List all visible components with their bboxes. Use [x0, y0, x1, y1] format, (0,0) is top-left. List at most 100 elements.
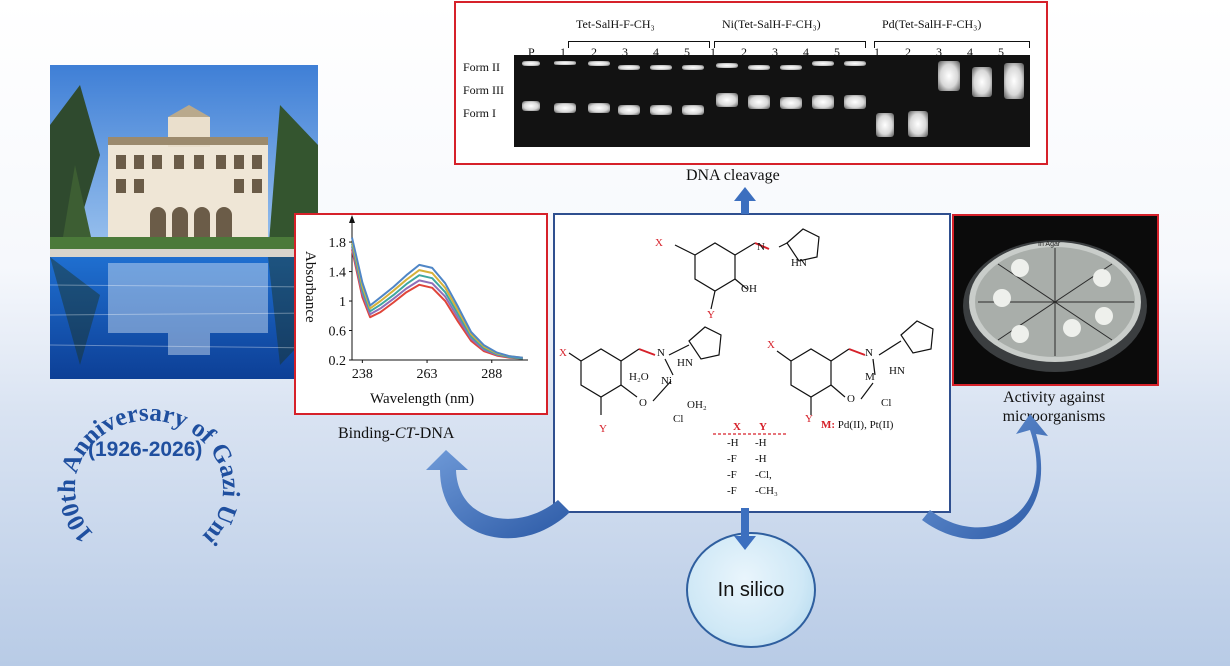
ligand-y: Y [707, 309, 715, 321]
binding-caption-post: -DNA [414, 425, 455, 442]
y-tick-label: 1 [339, 295, 346, 310]
gel-header-1: Tet-SalH-F-CH₃ [576, 17, 655, 31]
ni-x: X [559, 347, 567, 359]
gel-band [876, 113, 894, 137]
m-y: Y [805, 413, 813, 425]
x-tick-label: 238 [352, 367, 373, 382]
gel-lane-number: 4 [967, 45, 973, 59]
gel-lane-number: 1 [710, 45, 716, 59]
m-center: M [865, 371, 875, 383]
substituent-row: -F -H [727, 453, 767, 465]
gel-band [844, 61, 866, 66]
y-tick-label: 0.2 [329, 354, 347, 369]
gel-lane-number: 5 [998, 45, 1004, 59]
gel-lane-number: 1 [874, 45, 880, 59]
substituent-row: -F-CH₃ [727, 485, 778, 497]
ni-y: Y [599, 423, 607, 435]
university-building-photo [50, 65, 318, 379]
gel-band [650, 105, 672, 115]
petri-dish-photo: In Agar [952, 214, 1159, 386]
gel-lane-number: 3 [772, 45, 778, 59]
dish-label: In Agar [1038, 241, 1061, 248]
gel-header-2: Ni(Tet-SalH-F-CH₃) [722, 17, 821, 31]
curved-arrow-activity [922, 414, 1048, 540]
y-tick-label: 1.8 [329, 236, 347, 251]
substituent-y: -CH₃ [755, 485, 778, 497]
m-x: X [767, 339, 775, 351]
m-cl: Cl [881, 397, 892, 409]
substituent-row: -H-H [727, 437, 767, 449]
gel-lane-number: 5 [834, 45, 840, 59]
chart-series [351, 237, 523, 360]
gel-lane-number: 3 [936, 45, 942, 59]
gel-band [844, 95, 866, 109]
y-axis-arrow [349, 215, 355, 223]
ni-center: Ni [661, 375, 672, 387]
absorbance-series-5 [351, 237, 523, 359]
gel-lane-number: 2 [741, 45, 747, 59]
building-illustration [50, 65, 318, 379]
gel-band [972, 67, 992, 97]
ni-o: O [639, 397, 647, 409]
chemical-structures [568, 228, 934, 435]
ni-hn: HN [677, 357, 693, 369]
m-note: M: Pd(II), Pt(II) [821, 419, 893, 431]
m-note-key: M: [821, 419, 836, 431]
gel-band [650, 65, 672, 70]
gel-band [908, 111, 928, 137]
binding-caption-pre: Binding- [338, 425, 395, 442]
petri-dish-illustration: In Agar [963, 240, 1147, 372]
subst-x-header: X [733, 421, 741, 433]
y-tick-label: 1.4 [329, 266, 347, 281]
substituent-x: -F [727, 453, 737, 465]
ligand-n: N [757, 241, 765, 253]
gel-band [1004, 63, 1024, 99]
binding-caption-ct: CT [394, 425, 415, 442]
ligand-x: X [655, 237, 663, 249]
curved-arrow-binding [426, 450, 570, 539]
gel-band [748, 65, 770, 70]
ni-oh2: OH₂ [687, 399, 707, 411]
gel-band [812, 95, 834, 109]
gel-band [588, 61, 610, 66]
gel-lane-number: 4 [803, 45, 809, 59]
gel-bracket-1 [568, 41, 710, 48]
chemistry-structures-box: X N HN OH Y X N HN H₂O Ni O OH₂ Cl Y X N… [553, 213, 951, 513]
m-note-value: Pd(II), Pt(II) [837, 419, 894, 431]
in-silico-circle: In silico [686, 532, 816, 648]
dna-cleavage-caption: DNA cleavage [686, 167, 780, 184]
x-tick-label: 288 [481, 367, 502, 382]
y-axis-label: Absorbance [302, 251, 318, 323]
substituent-y: -H [755, 453, 767, 465]
gel-band [716, 93, 738, 107]
gel-band [522, 101, 540, 111]
up-arrow-dna [734, 187, 756, 214]
anniversary-ring: 100th Anniversary of Gazi University [48, 363, 244, 551]
m-n: N [865, 347, 873, 359]
ligand-oh: OH [741, 283, 757, 295]
ligand-tetrazole [786, 228, 820, 262]
substituent-x: -F [727, 469, 737, 481]
ni-cl: Cl [673, 413, 684, 425]
down-arrow-insilico [734, 508, 756, 550]
gel-band [780, 97, 802, 109]
substituent-row: -F-Cl, [727, 469, 772, 481]
gel-band [554, 61, 576, 65]
activity-line-1: Activity against [1003, 389, 1105, 406]
gel-band [618, 105, 640, 115]
gel-band [812, 61, 834, 66]
gel-lane-number: 4 [653, 45, 659, 59]
form-ii-label: Form II [463, 60, 500, 74]
gel-bracket-2 [714, 41, 866, 48]
gel-lane-number: 3 [622, 45, 628, 59]
substituent-y: -H [755, 437, 767, 449]
gel-header-3: Pd(Tet-SalH-F-CH₃) [882, 17, 982, 31]
gel-band [748, 95, 770, 109]
m-o: O [847, 393, 855, 405]
gel-band [682, 65, 704, 70]
gel-lane-number: 2 [905, 45, 911, 59]
in-silico-label: In silico [717, 578, 785, 601]
